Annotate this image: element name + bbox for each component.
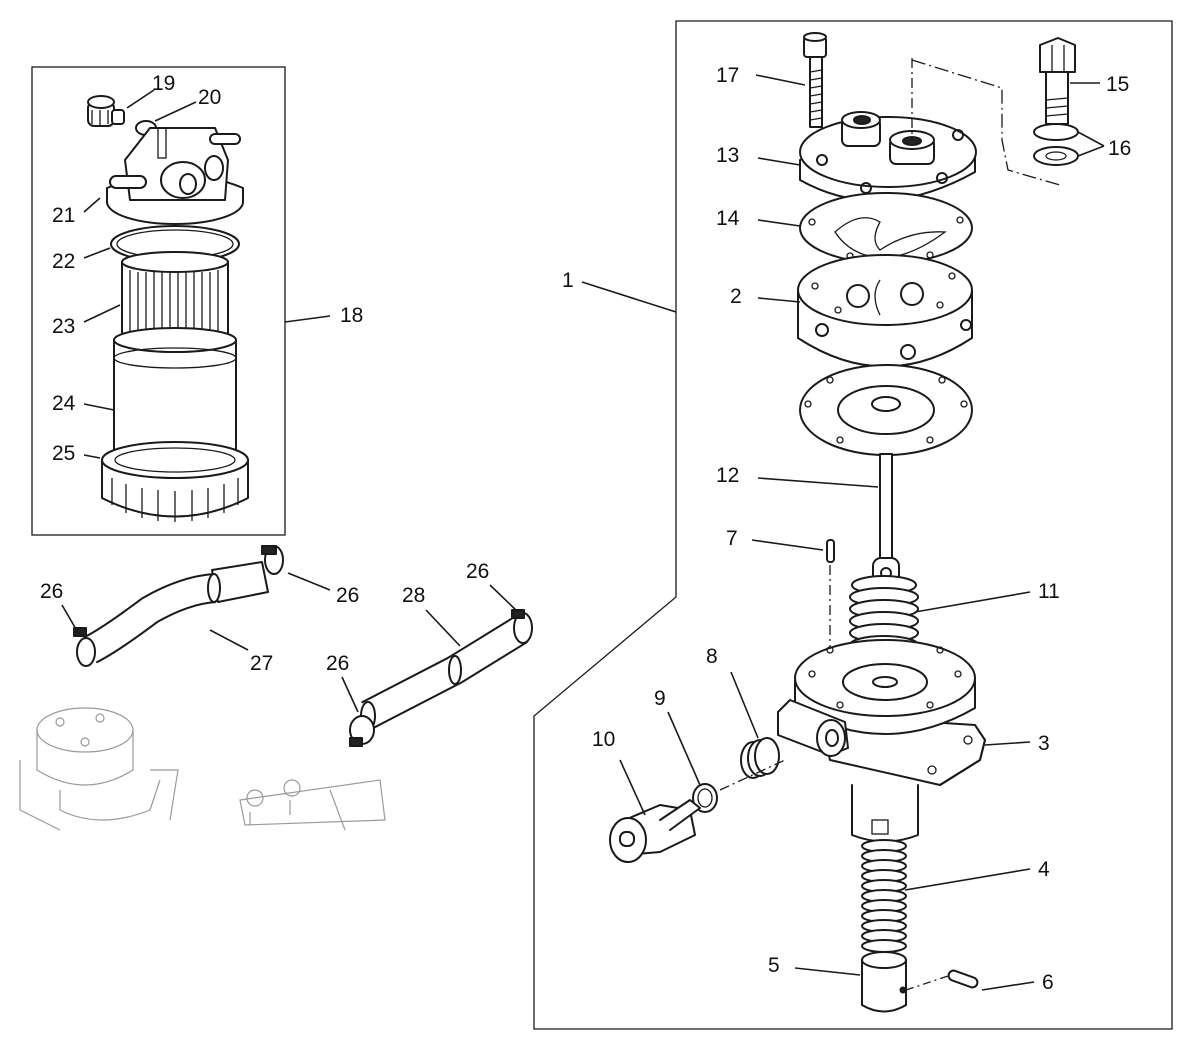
plunger-spring [861, 839, 907, 953]
callout-25: 25 [52, 442, 75, 465]
callout-26-b: 26 [336, 584, 359, 607]
washer-16a [1033, 123, 1079, 141]
pump-assembly-frame [533, 20, 1173, 1030]
callout-20: 20 [198, 86, 221, 109]
washer-16b [1033, 146, 1079, 166]
callout-26-d: 26 [326, 652, 349, 675]
callout-11: 11 [1038, 580, 1060, 603]
callout-27: 27 [250, 652, 273, 675]
callout-26-c: 26 [466, 560, 489, 583]
filter-plug [87, 95, 125, 127]
callout-18: 18 [340, 304, 363, 327]
pull-rod [872, 453, 900, 589]
callout-28: 28 [402, 584, 425, 607]
pin-6 [947, 969, 979, 989]
callout-21: 21 [52, 204, 75, 227]
callout-19: 19 [152, 72, 175, 95]
filter-head [106, 127, 244, 225]
o-ring-9 [692, 783, 718, 813]
bolt-15 [1039, 37, 1076, 125]
cover-gasket [799, 192, 973, 264]
filter-ring-nut [101, 441, 249, 522]
callout-6: 6 [1042, 971, 1054, 994]
callout-17: 17 [716, 64, 739, 87]
pump-body [797, 254, 973, 368]
lower-housing [777, 639, 986, 843]
fuel-filter-icon [87, 95, 249, 522]
priming-lever [609, 799, 701, 863]
callout-7: 7 [726, 527, 738, 550]
fuel-hose-icon [73, 545, 533, 747]
callout-5: 5 [768, 954, 780, 977]
callout-14: 14 [716, 207, 740, 230]
callout-1: 1 [562, 269, 574, 292]
callout-10: 10 [592, 728, 615, 751]
hose-clamp-icon [349, 609, 533, 747]
plunger [861, 951, 907, 1013]
callout-9: 9 [654, 687, 666, 710]
callout-26-a: 26 [40, 580, 63, 603]
callout-12: 12 [716, 464, 739, 487]
callout-3: 3 [1038, 732, 1050, 755]
callout-22: 22 [52, 250, 75, 273]
leader-lines [61, 74, 1105, 991]
pump-cover [799, 58, 977, 202]
diaphragm [799, 364, 973, 456]
engine-block-sketch [19, 707, 386, 831]
lever-spring [740, 737, 780, 779]
callout-13: 13 [716, 144, 739, 167]
callout-4: 4 [1038, 858, 1050, 881]
filter-element [121, 251, 229, 341]
callout-24: 24 [52, 392, 76, 415]
callout-2: 2 [730, 285, 742, 308]
filter-assembly-frame [31, 66, 286, 536]
cap-screw-17 [803, 32, 827, 128]
fuel-lift-pump-icon [609, 32, 1079, 1013]
callout-16: 16 [1108, 137, 1131, 160]
pin-7 [826, 539, 835, 563]
callout-8: 8 [706, 645, 718, 668]
callout-15: 15 [1106, 73, 1129, 96]
hose-clamp-icon [73, 545, 284, 667]
callout-numbers: 1 2 3 4 5 6 7 8 9 10 11 12 13 14 15 16 1… [40, 64, 1131, 994]
callout-23: 23 [52, 315, 75, 338]
